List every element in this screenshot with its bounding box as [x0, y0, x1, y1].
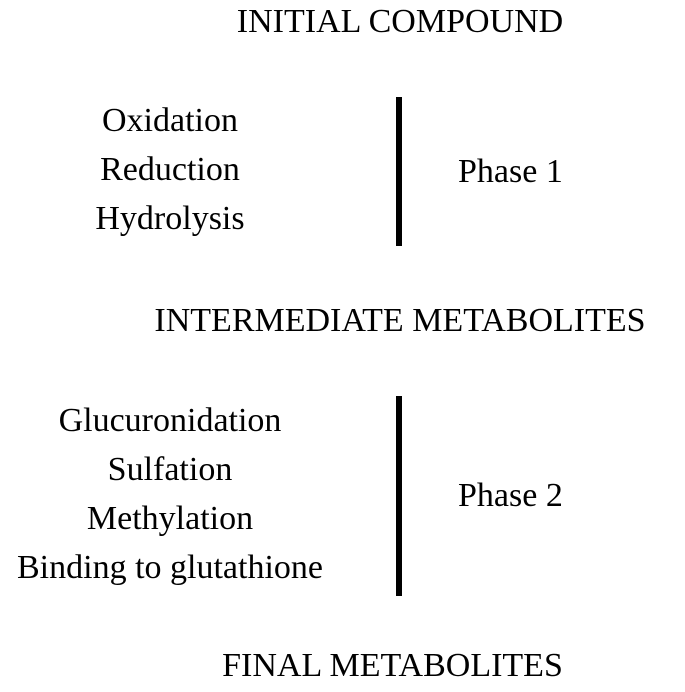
phase2-label: Phase 2 [458, 477, 563, 514]
final-metabolites-heading: FINAL METABOLITES [222, 647, 563, 684]
phase1-label: Phase 1 [458, 153, 563, 190]
phase1-reaction-reduction: Reduction [100, 151, 240, 188]
phase1-divider [396, 97, 402, 246]
phase1-reaction-hydrolysis: Hydrolysis [95, 200, 245, 237]
phase2-reaction-methylation: Methylation [86, 500, 254, 537]
phase1-reaction-oxidation: Oxidation [102, 102, 238, 139]
phase2-reaction-list: Glucuronidation Sulfation Methylation Bi… [0, 396, 340, 592]
phase1-reaction-list: Oxidation Reduction Hydrolysis [40, 96, 300, 243]
phase2-reaction-glucuronidation: Glucuronidation [58, 402, 282, 439]
phase2-divider [396, 396, 402, 596]
initial-compound-heading: INITIAL COMPOUND [236, 3, 564, 40]
intermediate-metabolites-heading: INTERMEDIATE METABOLITES [154, 302, 646, 339]
phase2-reaction-sulfation: Sulfation [107, 451, 233, 488]
phase2-reaction-glutathione-binding: Binding to glutathione [17, 549, 323, 586]
